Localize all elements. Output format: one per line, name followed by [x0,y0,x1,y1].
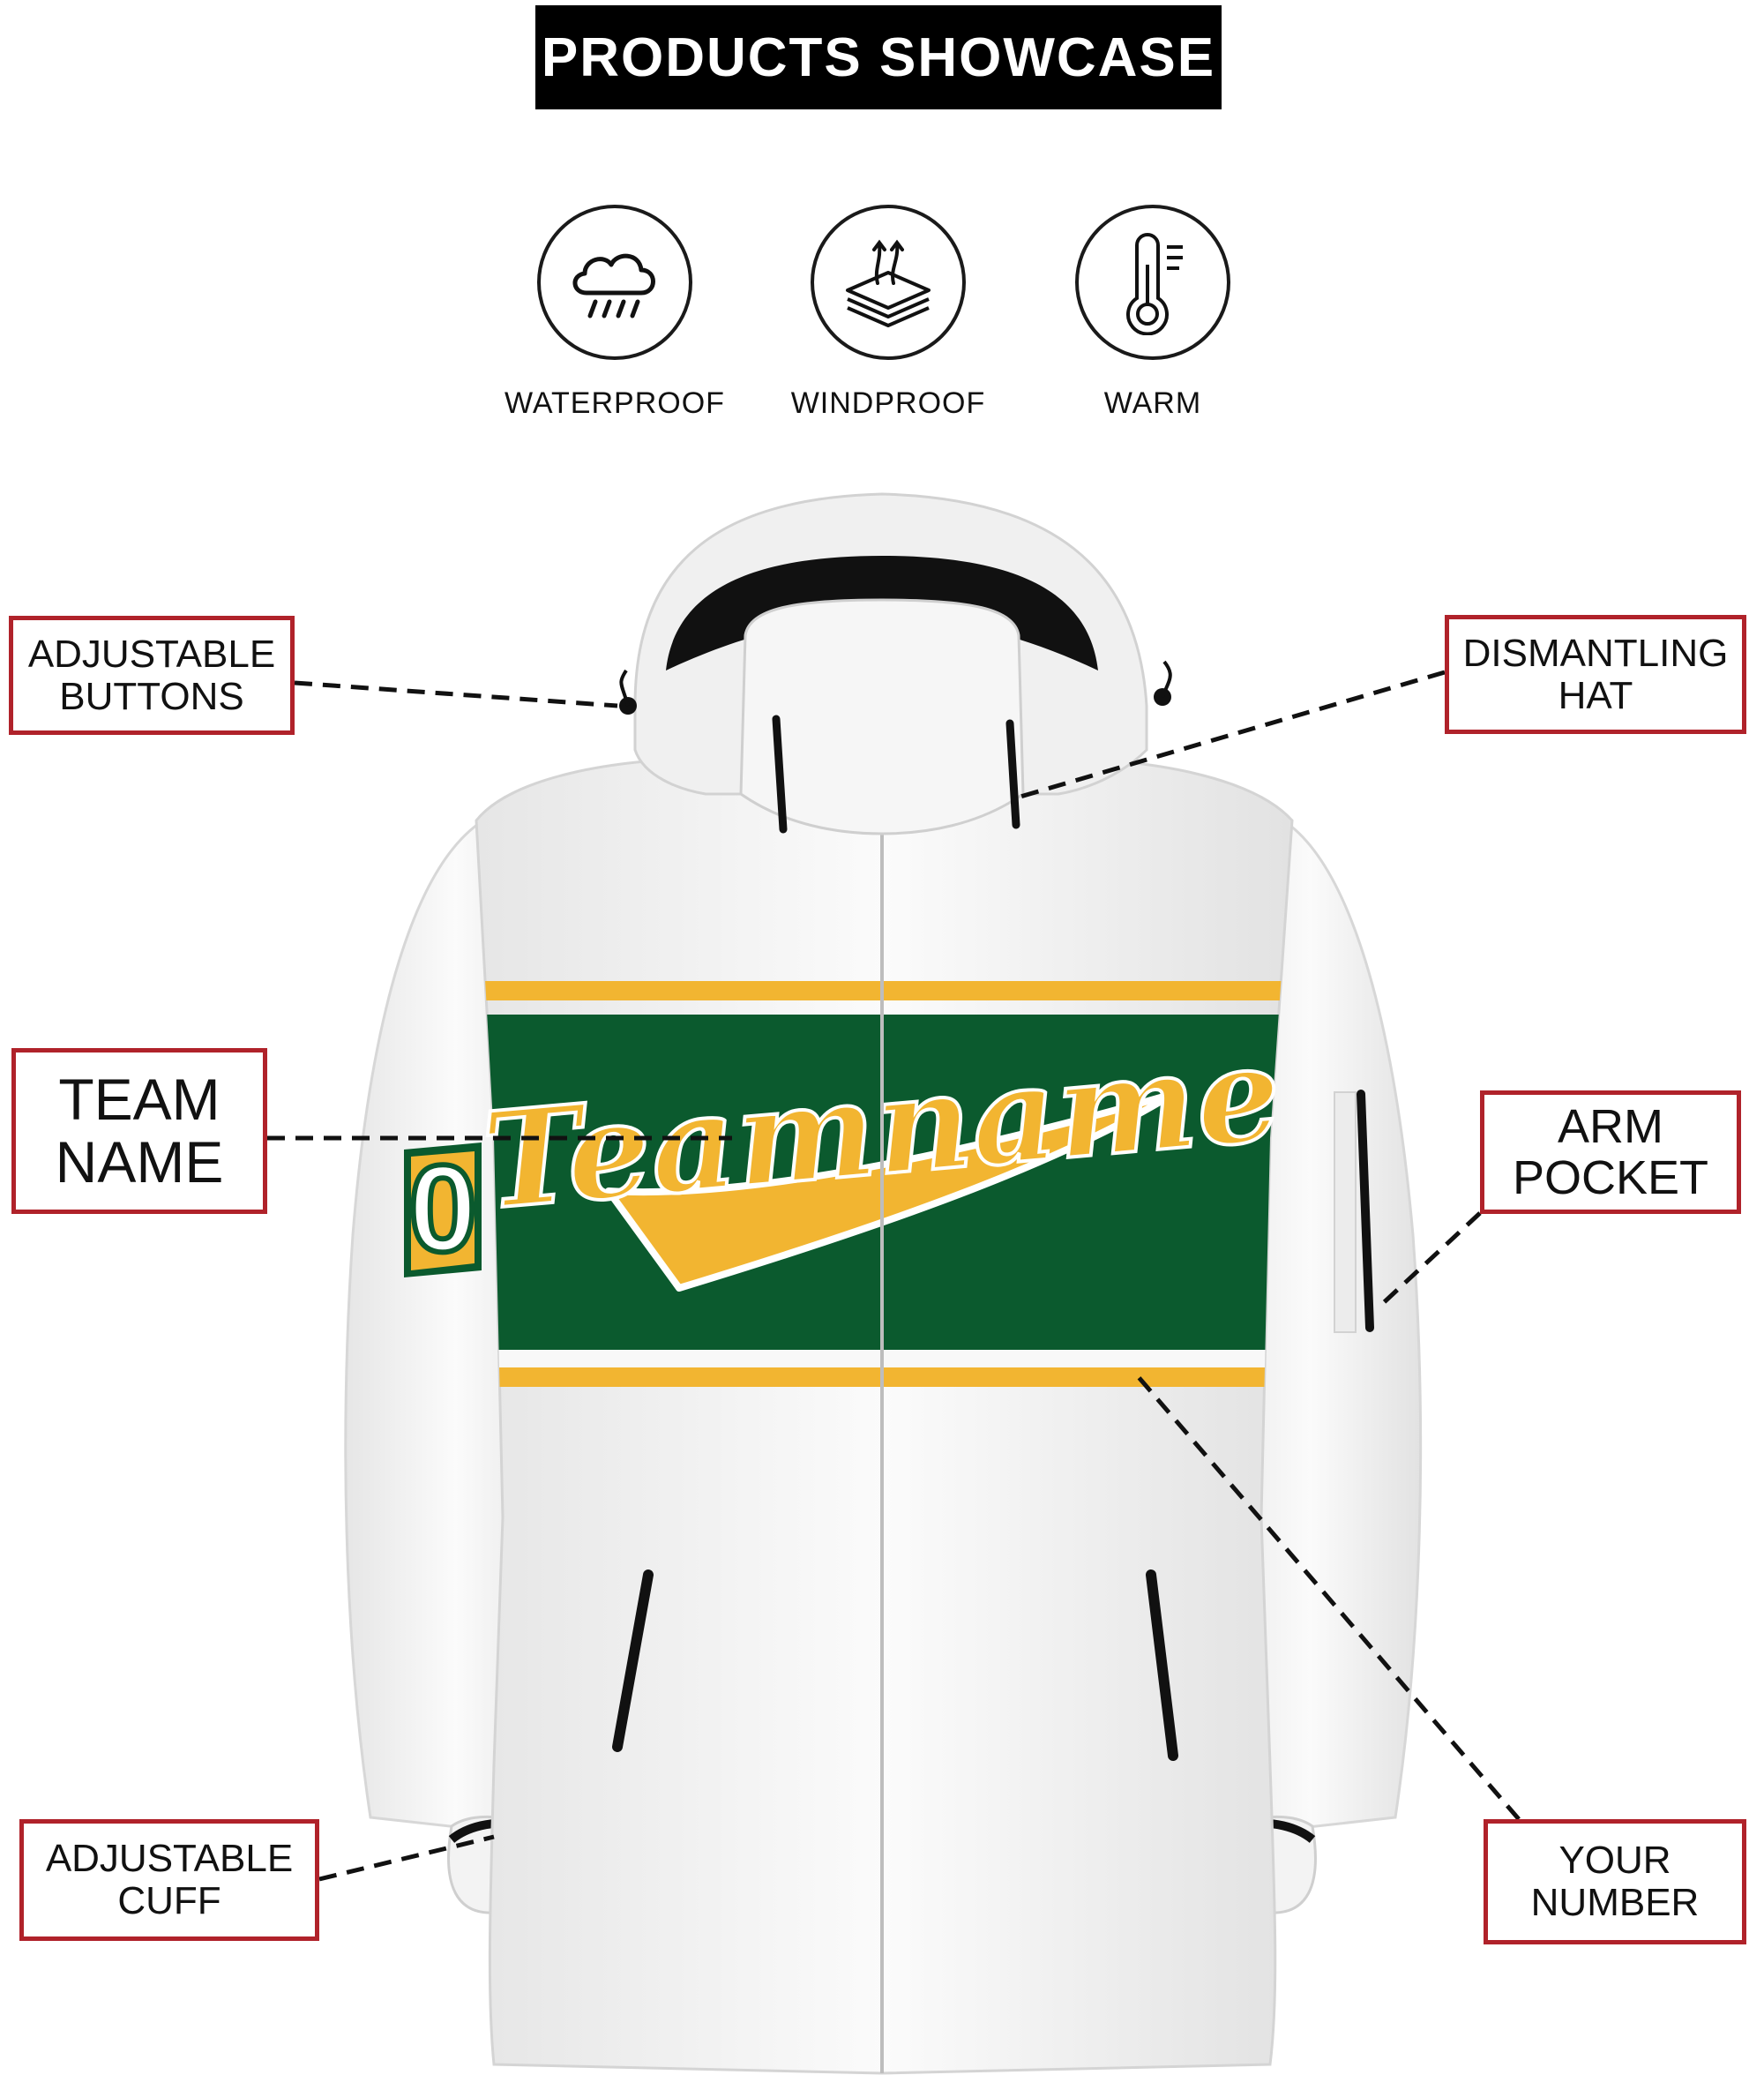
chest-stripe-bottom [476,1367,1292,1387]
feature-windproof: WINDPROOF [756,205,1020,421]
left-pocket-zipper [612,1569,654,1752]
thermometer-icon [1075,205,1230,360]
callout-adjustable-buttons: ADJUSTABLE BUTTONS [9,616,295,735]
callout-team-name: TEAM NAME [11,1048,267,1214]
right-pocket-zipper [1146,1569,1178,1761]
feature-label: WINDPROOF [790,386,986,420]
leader-adjustable-buttons [294,680,618,708]
arm-pocket-panel [1334,1091,1357,1333]
wind-layers-icon [811,205,966,360]
leader-dismantling-hat [1013,670,1446,801]
callout-adjustable-cuff: ADJUSTABLE CUFF [19,1819,319,1941]
chest-stripe-top [476,981,1292,1000]
callout-dismantling-hat: DISMANTLING HAT [1445,615,1746,734]
sleeve-number-text: 0 [408,1139,477,1277]
callout-arm-pocket: ARM POCKET [1480,1090,1741,1214]
feature-label: WARM [1103,386,1202,420]
feature-warm: WARM [1020,205,1285,421]
team-swoosh [605,1090,1177,1292]
feature-waterproof: WATERPROOF [482,205,747,421]
leader-adjustable-cuff [318,1834,495,1882]
page-title: PRODUCTS SHOWCASE [535,5,1222,109]
arm-pocket-zipper [1357,1090,1374,1332]
rain-cloud-icon [537,205,692,360]
feature-label: WATERPROOF [505,386,725,420]
callout-your-number: YOUR NUMBER [1484,1819,1746,1944]
leader-arm-pocket [1379,1211,1482,1307]
sleeve-number-badge: 0 [404,1136,482,1280]
leader-your-number [1136,1375,1521,1821]
jacket-body [475,757,1294,2075]
